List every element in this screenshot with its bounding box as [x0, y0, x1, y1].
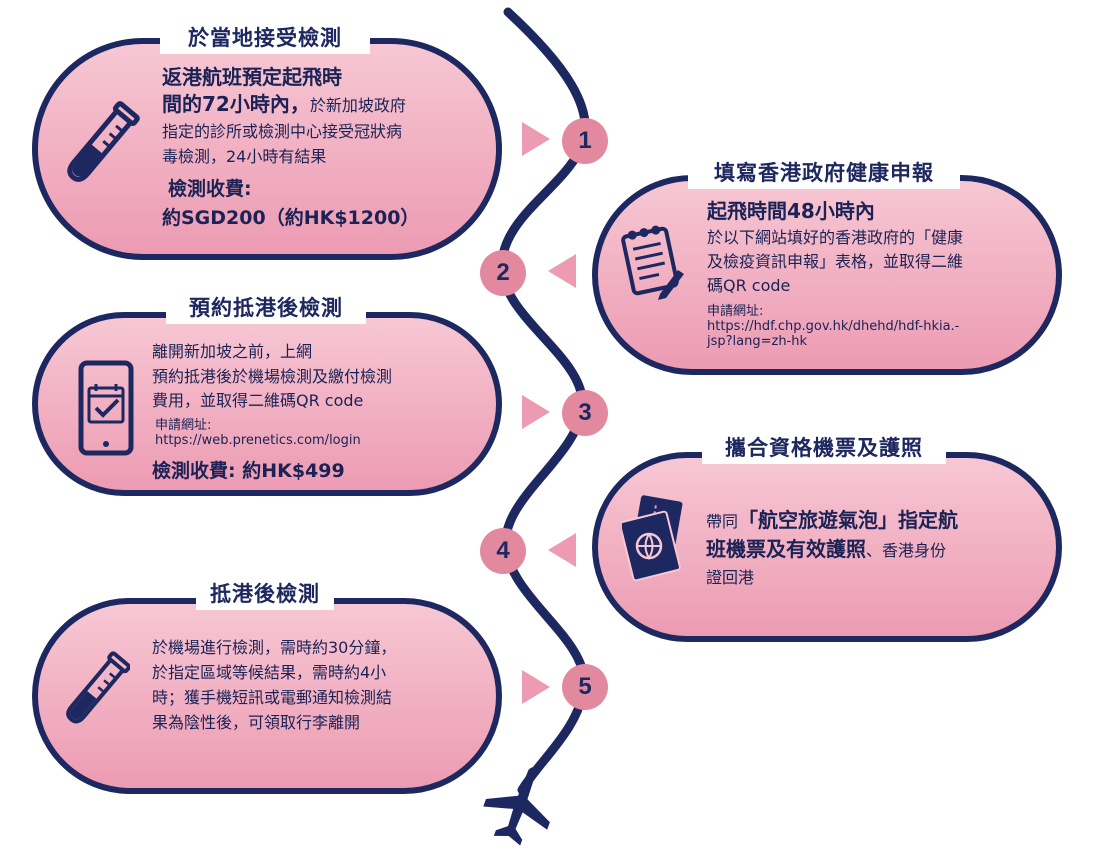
step-1-fee-label: 檢測收費: [168, 178, 252, 200]
step-1-headline-1: 返港航班預定起飛時 [162, 65, 342, 89]
step-3-fee: 檢測收費: 約HK$499 [152, 460, 345, 482]
step-1-fee-value: 約SGD200（約HK$1200） [162, 207, 420, 229]
step-5-body-1: 於機場進行檢測，需時約30分鐘， [152, 638, 397, 657]
step-2-title: 填寫香港政府健康申報 [714, 161, 934, 185]
step-4-line-2: 班機票及有效護照、香港身份 [706, 536, 946, 563]
step-3-badge: 3 [562, 390, 608, 436]
step-4-highlight-2: 班機票及有效護照 [706, 537, 866, 561]
step-2-link-label: 申請網址: [707, 304, 764, 319]
step-3-link-url[interactable]: https://web.prenetics.com/login [155, 433, 361, 448]
passport-ticket-icon [622, 495, 683, 582]
step-2-badge: 2 [480, 250, 526, 296]
step-3-link-label: 申請網址: [155, 418, 212, 433]
step-3-body-3: 費用，並取得二維碼QR code [152, 391, 364, 410]
step-2-link-1[interactable]: https://hdf.chp.gov.hk/dhehd/hdf-hkia.- [707, 319, 960, 334]
step-2-body-1: 於以下網站填好的香港政府的「健康 [707, 228, 964, 247]
step-1-title: 於當地接受檢測 [188, 26, 342, 50]
step-5-title: 抵港後檢測 [210, 582, 320, 606]
step-4-title-box: 攜合資格機票及護照 [702, 430, 946, 464]
step-5-body-4: 果為陰性後，可領取行李離開 [152, 713, 361, 732]
airplane-icon [483, 767, 550, 846]
step-3-title-box: 預約抵港後檢測 [166, 290, 366, 324]
step-4-prefix: 帶同 [706, 512, 739, 531]
step-5-body-2: 於指定區域等候結果，需時約4小 [152, 663, 387, 682]
step-4-line-1: 帶同「航空旅遊氣泡」指定航 [706, 507, 958, 534]
step-2-link-2[interactable]: jsp?lang=zh-hk [707, 334, 808, 349]
step-1-title-box: 於當地接受檢測 [160, 20, 370, 54]
phone-calendar-icon [78, 360, 134, 456]
step-1-headline-2: 間的72小時內， [162, 92, 310, 116]
step-4-pointer-icon [548, 533, 576, 567]
step-2-pointer-icon [548, 254, 576, 288]
checklist-icon [621, 225, 684, 300]
step-5-body-3: 時；獲手機短訊或電郵通知檢測結 [152, 688, 393, 707]
test-tube-icon [67, 101, 140, 182]
step-5-title-box: 抵港後檢測 [196, 576, 334, 610]
step-3-body-1: 離開新加坡之前，上網 [152, 342, 313, 361]
step-4-highlight-1: 「航空旅遊氣泡」指定航 [738, 508, 959, 532]
step-1-body-2: 指定的診所或檢測中心接受冠狀病 [162, 122, 403, 141]
step-3-pointer-icon [522, 395, 550, 429]
step-1-pointer-icon [522, 122, 550, 156]
step-5-pointer-icon [522, 670, 550, 704]
step-4-title: 攜合資格機票及護照 [725, 436, 923, 460]
step-2-title-box: 填寫香港政府健康申報 [688, 155, 960, 189]
step-3-title: 預約抵港後檢測 [189, 296, 343, 320]
step-2-headline: 起飛時間48小時內 [707, 199, 875, 223]
step-4-body-3: 證回港 [706, 568, 755, 587]
step-3-body-2: 預約抵港後於機場檢測及繳付檢測 [152, 367, 393, 386]
step-4-suffix-2: 、香港身份 [866, 541, 947, 560]
test-tube-icon [66, 651, 130, 724]
step-1-badge: 1 [562, 118, 608, 164]
step-5-badge: 5 [562, 664, 608, 710]
step-3-card [32, 312, 502, 496]
step-1-body-inline: 於新加坡政府 [309, 96, 406, 115]
step-1-body-3: 毒檢測，24小時有結果 [162, 147, 327, 166]
step-1-headline-2-row: 間的72小時內，於新加坡政府 [162, 91, 406, 118]
step-2-body-2: 及檢疫資訊申報」表格，並取得二維 [707, 252, 964, 271]
step-5-card [32, 598, 502, 794]
step-4-badge: 4 [480, 528, 526, 574]
step-2-body-3: 碼QR code [707, 276, 791, 295]
